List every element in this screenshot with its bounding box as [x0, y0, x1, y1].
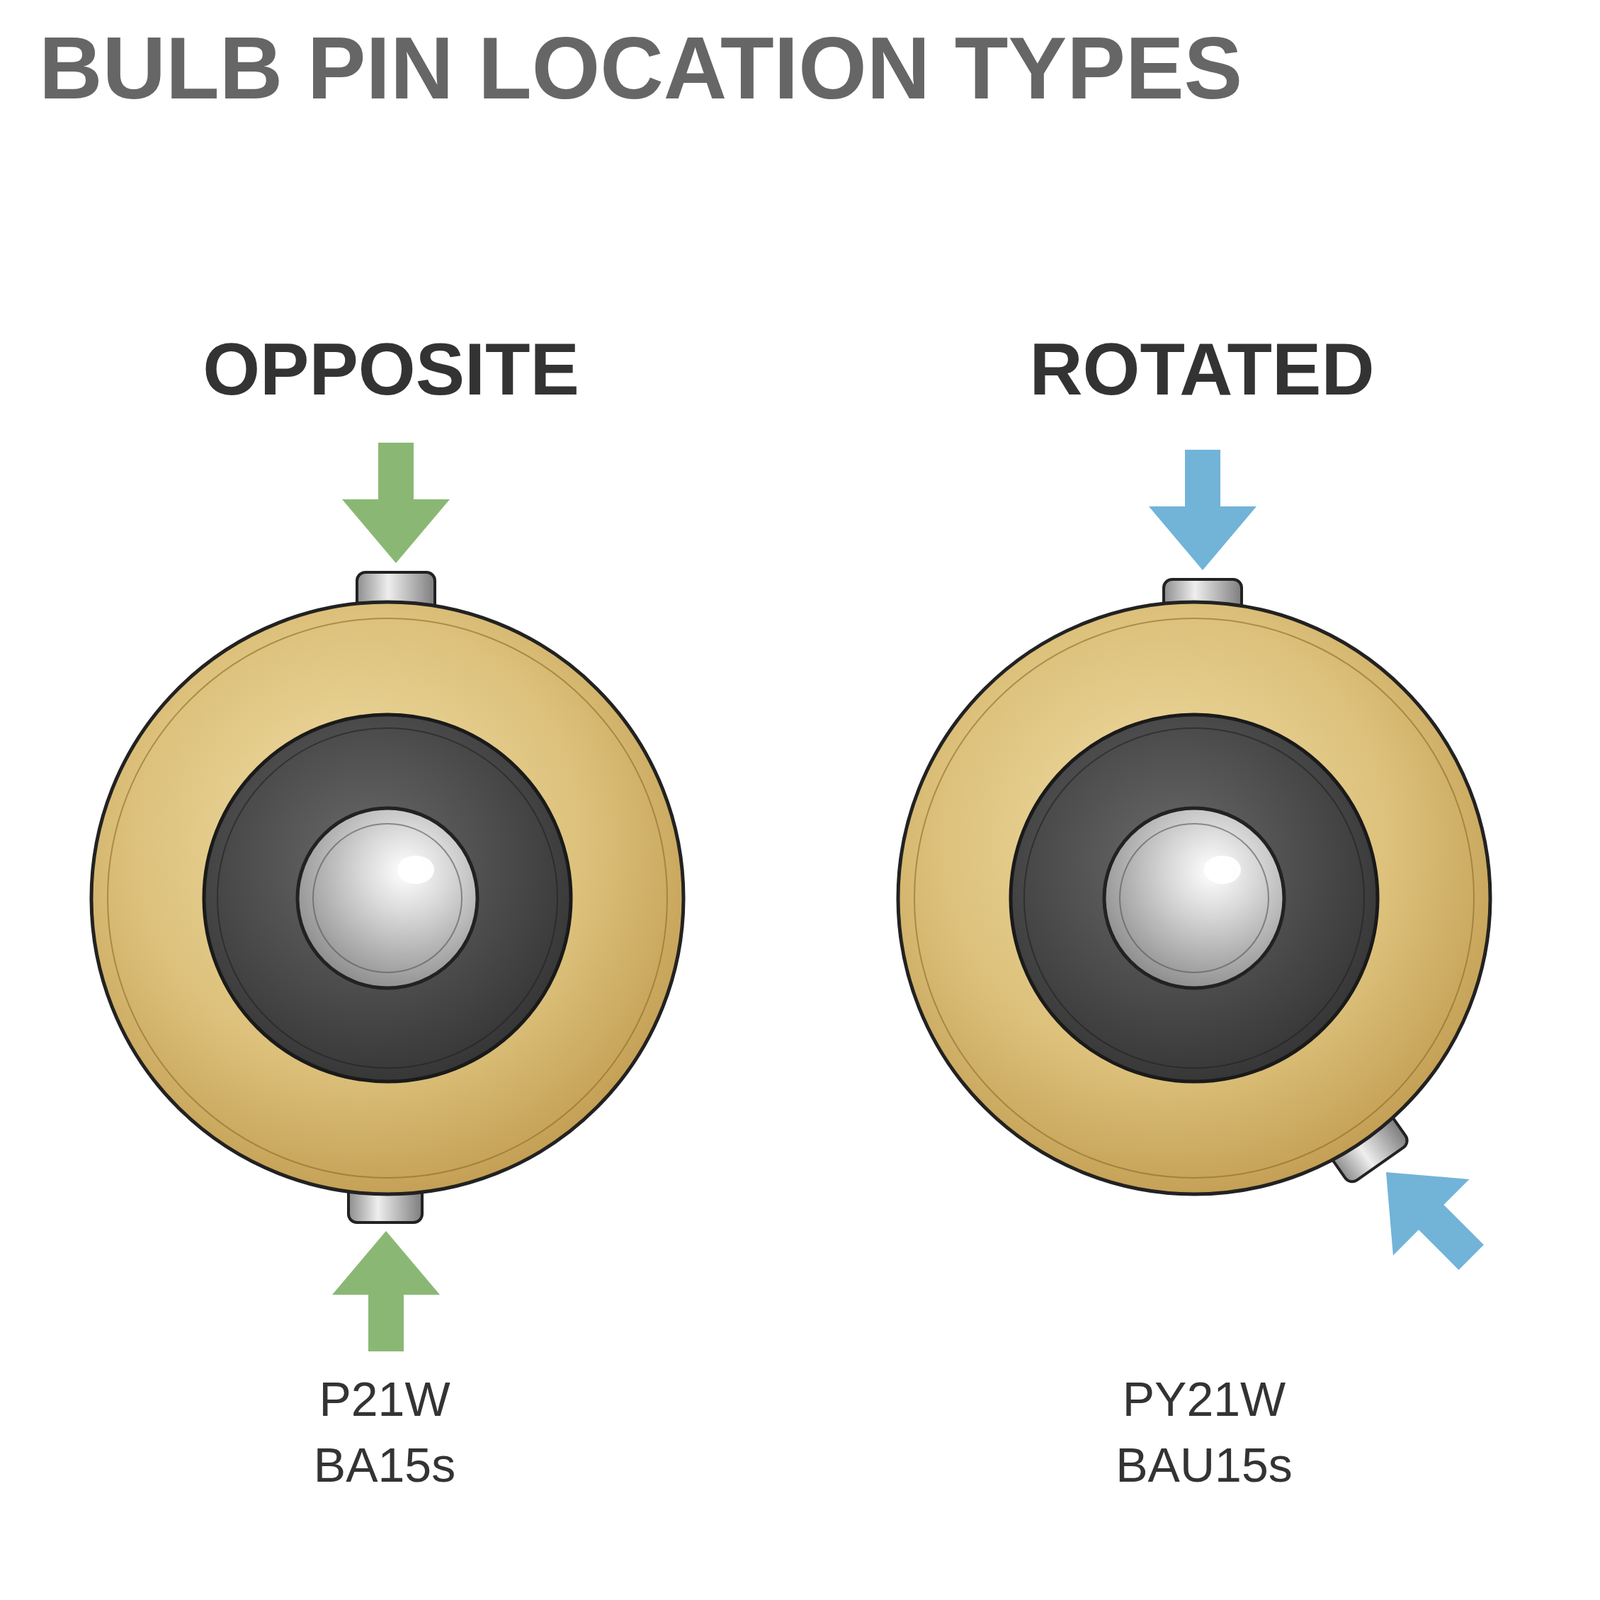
column-heading: ROTATED: [1029, 332, 1375, 406]
pointer-arrow: [342, 442, 450, 564]
insulator-rim: [217, 728, 558, 1069]
shell-rim: [914, 618, 1474, 1178]
brass-shell: [898, 602, 1491, 1195]
solder-contact: [297, 808, 478, 989]
insulator: [1010, 714, 1378, 1082]
bulb-code: P21W: [318, 1374, 450, 1423]
pointer-arrow: [332, 1230, 440, 1352]
base-code: BA15s: [313, 1440, 456, 1489]
pointer-arrow: [1347, 1133, 1510, 1296]
contact-rim: [1119, 823, 1269, 973]
page-title: BULB PIN LOCATION TYPES: [38, 24, 1243, 112]
insulator-rim: [1024, 728, 1365, 1069]
bulb-code: PY21W: [1122, 1374, 1287, 1423]
contact-rim: [313, 823, 462, 973]
brass-shell: [91, 602, 684, 1195]
column-heading: OPPOSITE: [202, 332, 580, 406]
highlight: [1204, 855, 1241, 884]
pointer-arrow: [1148, 449, 1257, 571]
solder-contact: [1104, 808, 1285, 989]
bulb-base-opposite: [91, 572, 684, 1223]
highlight: [397, 855, 435, 884]
bulb-base-rotated: [898, 579, 1491, 1195]
shell-rim: [107, 618, 668, 1178]
base-code: BAU15s: [1115, 1440, 1292, 1489]
insulator: [203, 714, 571, 1082]
